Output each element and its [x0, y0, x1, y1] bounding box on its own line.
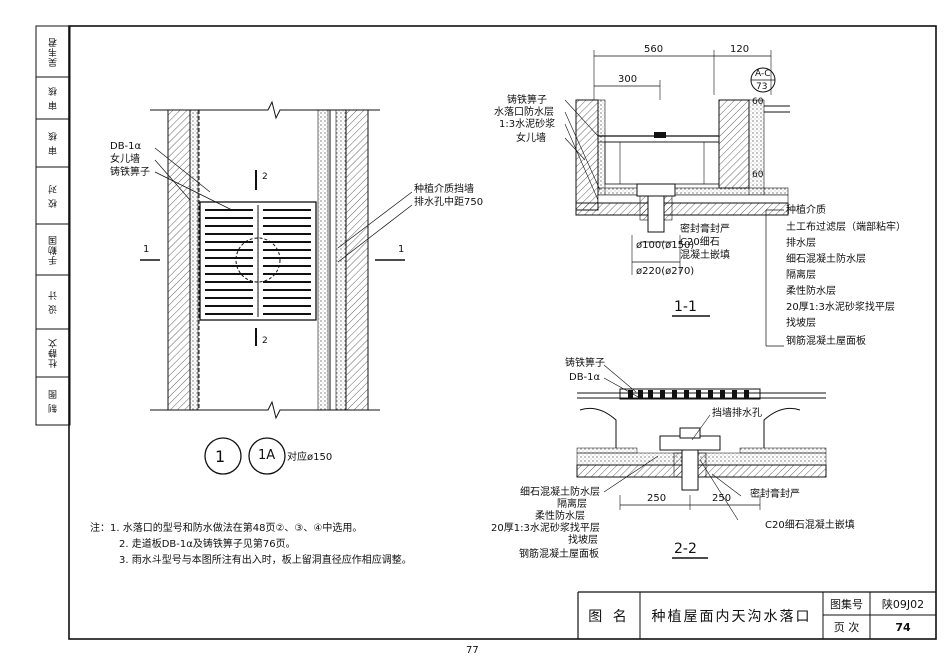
cut-2-bottom: 2 — [262, 336, 268, 346]
s22-hole-label: 挡墙排水孔 — [712, 408, 762, 419]
sheet-page-number: 77 — [466, 645, 479, 656]
s22-dim: 250 — [712, 493, 732, 504]
s22-layer: 钢筋混凝土屋面板 — [519, 549, 599, 560]
s11-concrete-label-1: C20细石 — [680, 237, 720, 248]
dim-60-a: 60 — [752, 97, 764, 107]
dim-300: 300 — [618, 74, 638, 85]
detail-note: 对应ø150 — [287, 452, 333, 463]
signer-role: 杜静文 — [48, 338, 59, 368]
atlas-label: 图集号 — [830, 597, 863, 611]
signer-cell: 手勤国 — [36, 225, 70, 274]
s11-dia2: ø220(ø270) — [636, 266, 695, 277]
note-line: 注：1. 水落口的型号和防水做法在第48页②、③、④中选用。 — [90, 523, 363, 534]
s22-label-db: DB-1α — [569, 372, 601, 383]
s11-layer: 找坡层 — [786, 318, 816, 329]
detail-number: 1 — [215, 447, 226, 466]
title-block-lines — [577, 591, 936, 639]
s11-layer: 钢筋混凝土屋面板 — [786, 336, 866, 347]
signer-role: 制 图 — [48, 389, 59, 413]
s22-layer: 找坡层 — [568, 535, 598, 546]
plan-view — [140, 100, 413, 475]
dim-560: 560 — [644, 44, 664, 55]
s11-label-waterproof: 水落口防水层 — [494, 107, 554, 118]
signer-cell: 设 计 — [36, 276, 70, 328]
s22-label-grating: 铸铁箅子 — [565, 358, 605, 369]
s11-layer: 排水层 — [786, 238, 816, 249]
signer-role: 校 对 — [48, 183, 59, 208]
page-number: 74 — [895, 620, 911, 634]
s22-layer: 细石混凝土防水层 — [520, 487, 600, 498]
cut-label-right: 1 — [398, 244, 405, 255]
note-line: 3. 雨水斗型号与本图所注有出入时，板上留洞直径应作相应调整。 — [119, 555, 412, 566]
note-line: 2. 走道板DB-1α及铸铁箅子见第76页。 — [119, 539, 296, 550]
s11-layer: 柔性防水层 — [786, 286, 836, 297]
title-name-label: 图 名 — [588, 608, 630, 625]
drawing-title: 种植屋面内天沟水落口 — [651, 608, 812, 625]
dim-60-b: 60 — [752, 170, 764, 180]
s11-label-grating: 铸铁箅子 — [507, 95, 547, 106]
signer-role: 手勤国 — [48, 234, 59, 265]
notes: 注：1. 水落口的型号和防水做法在第48页②、③、④中选用。 2. 走道板DB-… — [90, 521, 412, 569]
s22-dim: 250 — [647, 493, 667, 504]
cut-2-top: 2 — [262, 172, 268, 182]
cut-label-left: 1 — [143, 244, 150, 255]
signer-cell: 校 对 — [36, 168, 70, 223]
s11-concrete-label-2: 混凝土嵌填 — [680, 250, 730, 261]
plan-label-retaining-wall: 种植介质挡墙 — [414, 184, 474, 195]
s22-concrete-label: C20细石混凝土嵌填 — [765, 520, 855, 531]
signer-role: 审 核 — [48, 131, 59, 155]
section-2-2-title: 2-2 — [674, 541, 697, 557]
plan-label-grating: 铸铁箅子 — [110, 167, 150, 178]
ref-circle-bottom: 73 — [756, 82, 768, 92]
signer-cell: 吴韦君 — [36, 28, 70, 76]
plan-label-drain-spacing: 排水孔中距750 — [414, 197, 484, 208]
s22-layer: 20厚1:3水泥砂浆找平层 — [491, 523, 600, 534]
s22-layer: 柔性防水层 — [535, 511, 585, 522]
s11-dia1: ø100(ø150) — [636, 240, 695, 251]
s11-seal-label: 密封膏封严 — [680, 224, 730, 235]
section-2-2 — [576, 364, 827, 559]
signer-role: 设 计 — [48, 290, 59, 314]
dim-120: 120 — [730, 44, 750, 55]
section-1-1 — [564, 50, 790, 347]
plan-label-parapet: 女儿墙 — [110, 154, 140, 165]
signer-cell: 杜静文 — [36, 330, 70, 376]
detail-alt-number: 1A — [258, 448, 276, 463]
plan-label-db: DB-1α — [110, 141, 142, 152]
s11-layer: 土工布过滤层（端部粘牢） — [786, 222, 906, 233]
section-1-1-title: 1-1 — [674, 299, 697, 315]
signer-role: 吴韦君 — [48, 37, 59, 67]
s11-layer: 细石混凝土防水层 — [786, 254, 866, 265]
page-label: 页 次 — [833, 621, 860, 634]
s22-layer: 隔离层 — [557, 499, 587, 510]
ref-circle-top: A-C — [755, 69, 771, 79]
signer-cell: 审 核 — [36, 78, 70, 118]
s11-layer: 20厚1:3水泥砂浆找平层 — [786, 302, 895, 313]
signer-role: 审 核 — [48, 86, 59, 110]
s11-label-mortar: 1:3水泥砂浆 — [499, 119, 556, 130]
signer-cell: 审 核 — [36, 120, 70, 166]
s11-layer: 隔离层 — [786, 270, 816, 281]
signer-cell: 制 图 — [36, 378, 70, 424]
s22-seal-label: 密封膏封严 — [750, 489, 800, 500]
atlas-number: 陕09J02 — [881, 597, 925, 611]
s11-layer: 种植介质 — [786, 205, 826, 216]
s11-label-parapet: 女儿墙 — [516, 133, 546, 144]
